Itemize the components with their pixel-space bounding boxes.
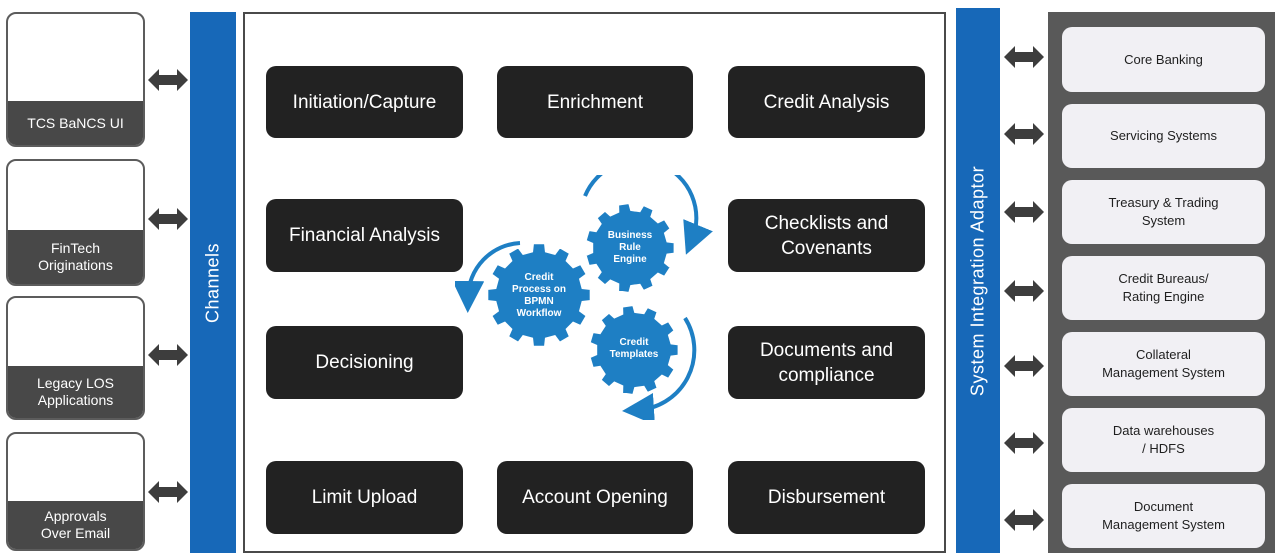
step-credit-analysis: Credit Analysis — [728, 66, 925, 138]
target-credit-bureaus: Credit Bureaus/ Rating Engine — [1062, 256, 1265, 320]
gear-rule-engine-icon — [584, 201, 676, 295]
source-label: Approvals Over Email — [8, 501, 143, 549]
source-fintech-originations: FinTech Originations — [6, 159, 145, 286]
double-arrow-icon — [1004, 432, 1044, 454]
target-document-management: Document Management System — [1062, 484, 1265, 548]
double-arrow-icon — [148, 344, 188, 366]
source-label: Legacy LOS Applications — [8, 366, 143, 418]
source-legacy-los: Legacy LOS Applications — [6, 296, 145, 420]
cycle-arrow-icon — [583, 175, 713, 255]
gears-diagram — [455, 175, 713, 420]
target-core-banking: Core Banking — [1062, 27, 1265, 92]
channels-bar: Channels — [190, 12, 236, 553]
integration-bar: System Integration Adaptor — [956, 8, 1000, 553]
double-arrow-icon — [148, 208, 188, 230]
step-decisioning: Decisioning — [266, 326, 463, 399]
source-approvals-email: Approvals Over Email — [6, 432, 145, 551]
cycle-arrow-icon — [622, 316, 697, 420]
target-servicing-systems: Servicing Systems — [1062, 104, 1265, 168]
step-checklists-covenants: Checklists and Covenants — [728, 199, 925, 272]
cycle-arrow-icon — [455, 241, 521, 313]
target-data-warehouses: Data warehouses / HDFS — [1062, 408, 1265, 472]
step-limit-upload: Limit Upload — [266, 461, 463, 534]
double-arrow-icon — [1004, 201, 1044, 223]
double-arrow-icon — [1004, 509, 1044, 531]
source-label: TCS BaNCS UI — [8, 101, 143, 145]
source-label: FinTech Originations — [8, 230, 143, 284]
step-disbursement: Disbursement — [728, 461, 925, 534]
step-financial-analysis: Financial Analysis — [266, 199, 463, 272]
gear-label-templates: Credit Templates — [609, 337, 659, 360]
gear-templates-icon — [588, 303, 680, 397]
integration-label: System Integration Adaptor — [967, 165, 988, 396]
double-arrow-icon — [1004, 280, 1044, 302]
double-arrow-icon — [1004, 355, 1044, 377]
gear-label-rule-engine: Business Rule Engine — [607, 230, 653, 265]
double-arrow-icon — [148, 69, 188, 91]
double-arrow-icon — [1004, 123, 1044, 145]
target-collateral-management: Collateral Management System — [1062, 332, 1265, 396]
gear-workflow-icon — [486, 242, 592, 348]
step-account-opening: Account Opening — [497, 461, 693, 534]
double-arrow-icon — [1004, 46, 1044, 68]
source-tcs-bancs-ui: TCS BaNCS UI — [6, 12, 145, 147]
channels-label: Channels — [202, 242, 223, 323]
gear-label-workflow: Credit Process on BPMN Workflow — [512, 272, 566, 319]
step-enrichment: Enrichment — [497, 66, 693, 138]
target-treasury-trading: Treasury & Trading System — [1062, 180, 1265, 244]
step-documents-compliance: Documents and compliance — [728, 326, 925, 399]
step-initiation-capture: Initiation/Capture — [266, 66, 463, 138]
double-arrow-icon — [148, 481, 188, 503]
